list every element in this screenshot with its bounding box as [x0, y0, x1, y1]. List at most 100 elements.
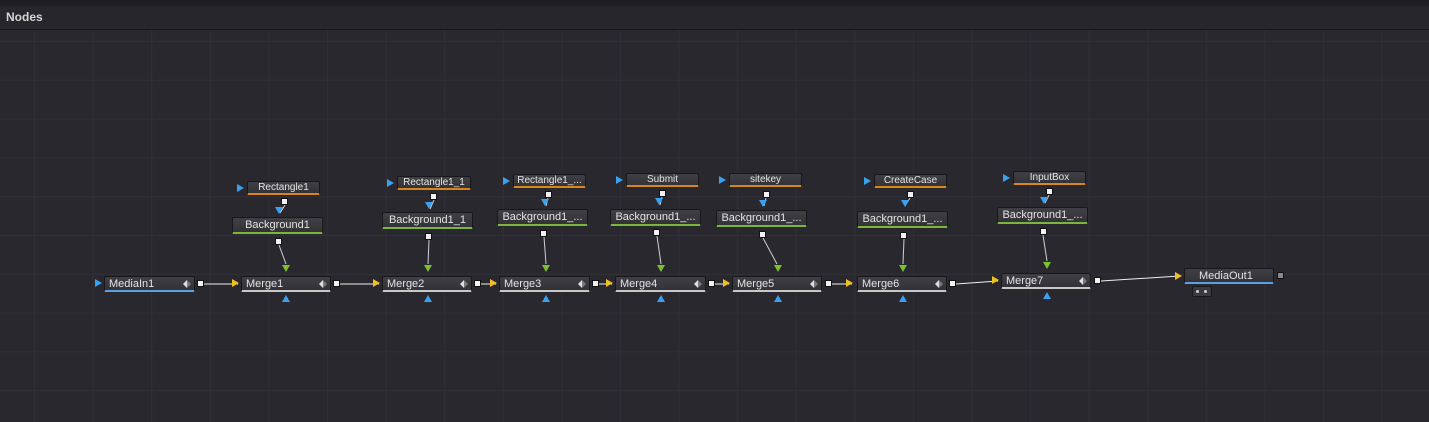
node-merge4[interactable]: Merge4 — [615, 276, 706, 292]
input-arrow-icon[interactable] — [387, 179, 394, 187]
input-arrow-icon[interactable] — [1003, 174, 1010, 182]
mask-input-arrow-icon[interactable] — [542, 295, 550, 302]
mask-input-arrow-icon[interactable] — [282, 295, 290, 302]
node-background1-1[interactable]: Background1_1 — [382, 212, 473, 229]
node-merge3[interactable]: Merge3 — [499, 276, 590, 292]
output-port[interactable] — [659, 190, 666, 197]
foreground-input-arrow-icon[interactable] — [992, 276, 999, 284]
node-merge5[interactable]: Merge5 — [732, 276, 822, 292]
node-submit[interactable]: Submit — [626, 173, 699, 187]
input-arrow-icon[interactable] — [864, 177, 871, 185]
output-port[interactable] — [907, 191, 914, 198]
node-background1[interactable]: Background1 — [232, 217, 323, 234]
node-label: Background1_... — [502, 211, 583, 223]
effect-mask-arrow-icon[interactable] — [759, 200, 767, 207]
effect-mask-arrow-icon[interactable] — [901, 200, 909, 207]
view-indicator-icon[interactable] — [319, 280, 327, 288]
view-indicator-icon[interactable] — [578, 280, 586, 288]
view-badge[interactable] — [1192, 286, 1212, 297]
background-input-arrow-icon[interactable] — [1043, 262, 1051, 269]
effect-mask-arrow-icon[interactable] — [425, 202, 433, 209]
node-rectangle1[interactable]: Rectangle1 — [247, 181, 320, 195]
node-merge1[interactable]: Merge1 — [241, 276, 331, 292]
node-merge2[interactable]: Merge2 — [382, 276, 472, 292]
output-port[interactable] — [545, 191, 552, 198]
foreground-input-arrow-icon[interactable] — [846, 279, 853, 287]
view-indicator-icon[interactable] — [1079, 277, 1087, 285]
node-background1-3[interactable]: Background1_... — [610, 209, 701, 226]
node-background1-6[interactable]: Background1_... — [997, 207, 1088, 224]
node-label: Merge2 — [387, 278, 425, 290]
node-label: MediaOut1 — [1199, 270, 1253, 282]
output-port[interactable] — [592, 280, 599, 287]
background-input-arrow-icon[interactable] — [282, 265, 290, 272]
node-label: Background1_... — [721, 212, 802, 224]
output-port[interactable] — [763, 191, 770, 198]
output-port[interactable] — [474, 280, 481, 287]
view-indicator-icon[interactable] — [935, 280, 943, 288]
effect-mask-arrow-icon[interactable] — [541, 199, 549, 206]
input-arrow-icon[interactable] — [719, 176, 726, 184]
node-merge6[interactable]: Merge6 — [857, 276, 947, 292]
background-input-arrow-icon[interactable] — [774, 265, 782, 272]
background-input-arrow-icon[interactable] — [899, 265, 907, 272]
output-port[interactable] — [825, 280, 832, 287]
input-arrow-icon[interactable] — [616, 176, 623, 184]
foreground-input-arrow-icon[interactable] — [723, 279, 730, 287]
foreground-input-arrow-icon[interactable] — [373, 279, 380, 287]
mask-input-arrow-icon[interactable] — [774, 295, 782, 302]
mask-input-arrow-icon[interactable] — [657, 295, 665, 302]
node-inputbox[interactable]: InputBox — [1013, 171, 1086, 185]
node-background1-4[interactable]: Background1_... — [716, 210, 807, 227]
view-indicator-icon[interactable] — [810, 280, 818, 288]
mask-input-arrow-icon[interactable] — [424, 295, 432, 302]
output-port[interactable] — [1046, 188, 1053, 195]
output-port[interactable] — [1277, 272, 1284, 279]
output-port[interactable] — [425, 233, 432, 240]
node-label: Rectangle1 — [258, 182, 309, 193]
node-rectangle1-2[interactable]: Rectangle1_... — [513, 174, 586, 188]
view-indicator-icon[interactable] — [460, 280, 468, 288]
output-port[interactable] — [333, 280, 340, 287]
background-input-arrow-icon[interactable] — [424, 265, 432, 272]
output-port[interactable] — [197, 280, 204, 287]
node-sitekey[interactable]: sitekey — [729, 173, 802, 187]
output-port[interactable] — [708, 280, 715, 287]
output-port[interactable] — [759, 231, 766, 238]
foreground-input-arrow-icon[interactable] — [606, 279, 613, 287]
node-mediain1[interactable]: MediaIn1 — [104, 276, 195, 292]
node-label: sitekey — [749, 174, 782, 185]
output-port[interactable] — [653, 229, 660, 236]
output-port[interactable] — [949, 280, 956, 287]
input-arrow-icon[interactable] — [237, 184, 244, 192]
view-dot-icon — [1196, 290, 1199, 293]
effect-mask-arrow-icon[interactable] — [655, 198, 663, 205]
output-port[interactable] — [1094, 277, 1101, 284]
input-arrow-icon[interactable] — [95, 279, 102, 287]
output-port[interactable] — [275, 238, 282, 245]
node-mediaout1[interactable]: MediaOut1 — [1184, 268, 1274, 284]
mask-input-arrow-icon[interactable] — [1043, 292, 1051, 299]
effect-mask-arrow-icon[interactable] — [1040, 197, 1048, 204]
effect-mask-arrow-icon[interactable] — [275, 207, 283, 214]
input-arrow-icon[interactable] — [503, 177, 510, 185]
view-indicator-icon[interactable] — [694, 280, 702, 288]
background-input-arrow-icon[interactable] — [657, 265, 665, 272]
mask-input-arrow-icon[interactable] — [899, 295, 907, 302]
node-rectangle1-1[interactable]: Rectangle1_1 — [397, 176, 471, 190]
output-port[interactable] — [900, 232, 907, 239]
foreground-input-arrow-icon[interactable] — [490, 279, 497, 287]
view-indicator-icon[interactable] — [183, 280, 191, 288]
node-merge7[interactable]: Merge7 — [1001, 273, 1091, 289]
foreground-input-arrow-icon[interactable] — [232, 279, 239, 287]
output-port[interactable] — [281, 198, 288, 205]
node-canvas[interactable] — [0, 30, 1429, 422]
node-createcase[interactable]: CreateCase — [874, 174, 947, 188]
output-port[interactable] — [540, 230, 547, 237]
output-port[interactable] — [430, 193, 437, 200]
output-port[interactable] — [1040, 228, 1047, 235]
input-arrow-icon[interactable] — [1175, 272, 1182, 280]
node-background1-2[interactable]: Background1_... — [497, 209, 588, 226]
node-background1-5[interactable]: Background1_... — [857, 211, 948, 228]
background-input-arrow-icon[interactable] — [542, 265, 550, 272]
